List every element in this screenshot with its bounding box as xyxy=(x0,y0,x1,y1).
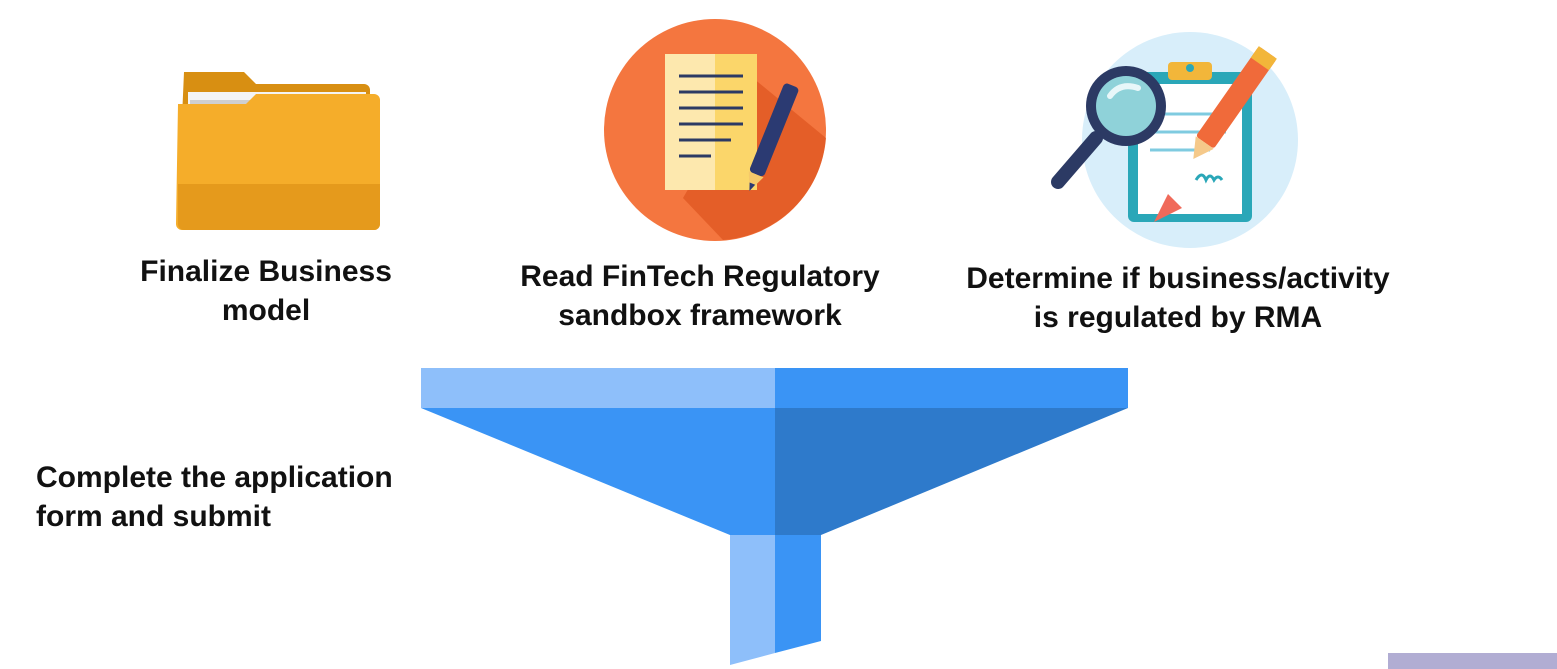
step-label-finalize-business-model: Finalize Business model xyxy=(86,252,446,330)
step-2-line-2: sandbox framework xyxy=(558,299,842,332)
folder-icon xyxy=(176,72,380,230)
final-step-line-2: form and submit xyxy=(36,500,272,533)
step-label-read-sandbox-framework: Read FinTech Regulatory sandbox framewor… xyxy=(480,257,920,335)
step-2-line-1: Read FinTech Regulatory xyxy=(520,260,880,293)
step-label-determine-regulated-by-rma: Determine if business/activity is regula… xyxy=(928,259,1428,337)
document-pen-icon xyxy=(604,19,826,241)
corner-accent-bar xyxy=(1388,653,1557,669)
final-step-line-1: Complete the application xyxy=(36,461,393,494)
step-1-line-1: Finalize Business xyxy=(140,255,392,288)
step-1-line-2: model xyxy=(221,294,311,327)
step-3-line-2: is regulated by RMA xyxy=(1033,301,1323,334)
clipboard-magnifier-icon xyxy=(1051,32,1298,248)
step-3-line-1: Determine if business/activity xyxy=(966,262,1390,295)
final-step-label: Complete the application form and submit xyxy=(36,458,476,536)
